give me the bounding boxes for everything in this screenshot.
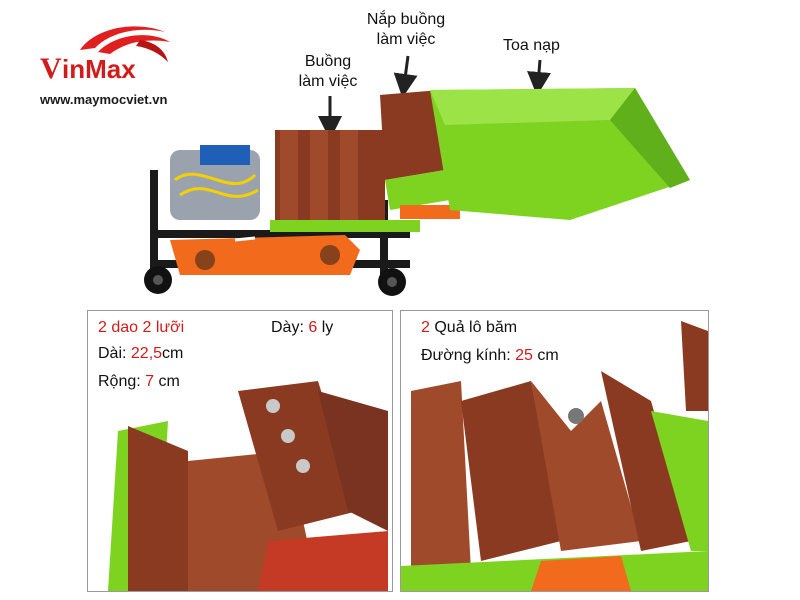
chopper-machine-image xyxy=(144,88,690,296)
logo-swoosh-icon xyxy=(80,26,170,62)
width-unit: cm xyxy=(154,373,180,390)
callout-chamber-line1: Buồng xyxy=(304,53,352,70)
roller-closeup-photo xyxy=(401,311,708,591)
diameter-label: Đường kính: xyxy=(421,347,516,364)
length-label: Dài: xyxy=(98,345,131,362)
thickness-value: 6 xyxy=(308,319,318,336)
bolt-icon xyxy=(568,408,584,424)
vinmax-logo: V inMax xyxy=(40,20,210,90)
width-label: Rộng: xyxy=(98,373,146,390)
length-text: Dài: 22,5cm xyxy=(98,345,183,363)
diameter-unit: cm xyxy=(532,347,559,364)
callout-chamber-cover-line1: Nắp buồng xyxy=(366,11,446,28)
callout-arrows xyxy=(318,55,551,140)
width-value: 7 xyxy=(145,373,155,390)
knife-detail-panel: 2 dao 2 lưỡi Dày: 6 ly Dài: 22,5cm Rộng:… xyxy=(87,310,393,592)
thickness-text: Dày: 6 ly xyxy=(271,319,333,337)
blade-count: 2 xyxy=(142,319,152,336)
knife-label: dao xyxy=(106,319,143,336)
callout-chamber-line2: làm việc xyxy=(298,73,358,90)
diameter-value: 25 xyxy=(515,347,533,364)
bolt-icon xyxy=(296,459,310,473)
blade-label: lưỡi xyxy=(151,319,185,336)
orange-belt-guard xyxy=(170,235,360,275)
motor xyxy=(170,145,260,220)
logo-v: V xyxy=(40,52,62,85)
thickness-unit: ly xyxy=(317,319,334,336)
chamber-cover xyxy=(380,90,460,219)
callout-chamber-cover: Nắp buồng làm việc xyxy=(358,10,454,50)
callout-feed-tray: Toa nạp xyxy=(503,37,560,54)
knife-count-text: 2 dao 2 lưỡi xyxy=(98,319,184,337)
roller-count: 2 xyxy=(421,319,430,336)
bolt-icon xyxy=(281,429,295,443)
length-unit: cm xyxy=(162,345,184,362)
knife-closeup-photo xyxy=(88,311,392,591)
roller-label: Quả lô băm xyxy=(429,319,518,336)
roller-detail-panel: 2 Quả lô băm Đường kính: 25 cm xyxy=(400,310,709,592)
website-url: www.maymocviet.vn xyxy=(40,92,168,107)
length-value: 22,5 xyxy=(130,345,163,362)
logo-text: inMax xyxy=(62,54,136,84)
arrow-chamber-cover xyxy=(393,55,418,98)
bolt-icon xyxy=(266,399,280,413)
arrow-feed-tray xyxy=(527,59,551,96)
thickness-label: Dày: xyxy=(271,319,309,336)
roller-count-text: 2 Quả lô băm xyxy=(421,319,517,337)
feed-tray xyxy=(430,88,690,220)
callout-chamber: Buồng làm việc xyxy=(290,52,366,92)
diameter-text: Đường kính: 25 cm xyxy=(421,347,559,365)
work-chamber xyxy=(270,130,420,232)
width-text: Rộng: 7 cm xyxy=(98,373,180,391)
knife-count: 2 xyxy=(98,319,107,336)
callout-chamber-cover-line2: làm việc xyxy=(376,31,436,48)
